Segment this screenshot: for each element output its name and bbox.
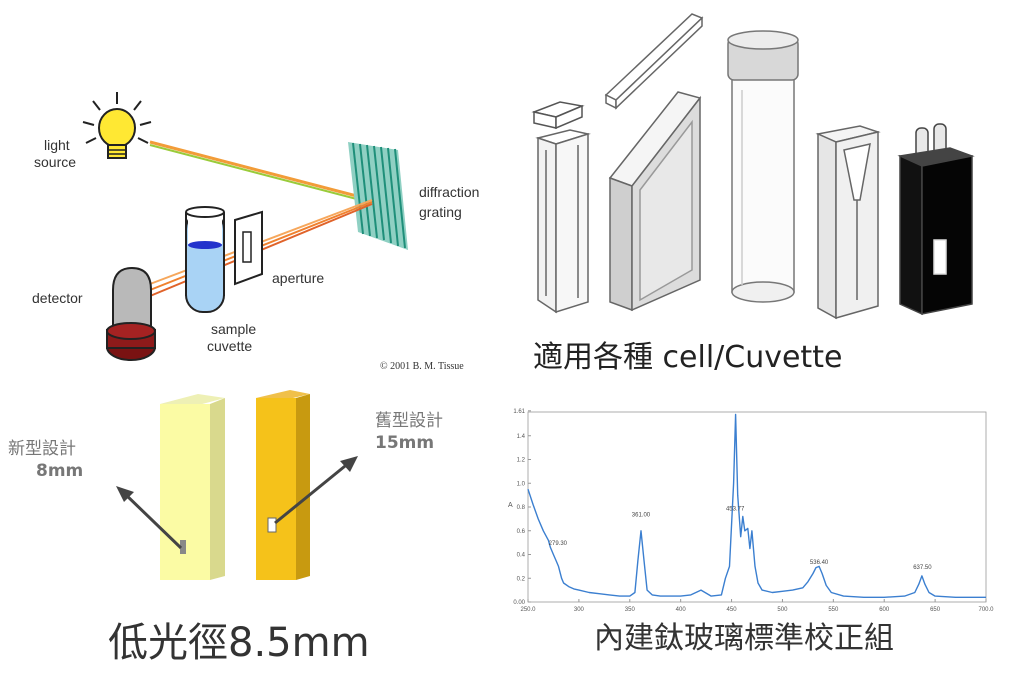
old-design-title: 舊型設計 <box>375 411 443 431</box>
new-design-size: 8mm <box>36 461 84 481</box>
sample-cuvette-shape <box>185 206 225 313</box>
black-flow-cell <box>897 123 975 316</box>
x-tick-label: 400 <box>676 607 687 613</box>
peak-label: 637.50 <box>913 565 932 571</box>
new-design-title: 新型設計 <box>8 439 76 459</box>
light-source-label-line1: light <box>44 137 70 153</box>
y-axis-label: A <box>508 502 513 509</box>
peak-label: 536.40 <box>810 560 829 566</box>
old-design-label: 舊型設計 15mm <box>375 410 443 454</box>
diffraction-grating-label: diffraction grating <box>419 182 479 222</box>
cuvette-label-line1: sample <box>211 321 257 337</box>
spectrometer-diagram: light source diffraction grating apertur… <box>0 0 520 380</box>
diffraction-grating-shape <box>348 142 408 250</box>
x-tick-label: 300 <box>574 607 585 613</box>
spectrometer-drawing <box>82 92 408 361</box>
x-tick-label: 600 <box>879 607 890 613</box>
standard-cuvette <box>535 129 591 314</box>
aperture-label: aperture <box>272 270 325 286</box>
sample-cuvette-label: sample cuvette <box>207 321 256 355</box>
light-source-label: light source <box>34 137 76 171</box>
y-tick-label: 1.4 <box>517 434 526 440</box>
new-design-cuvette <box>160 394 225 580</box>
spectrum-line <box>527 413 986 599</box>
x-tick-label: 350 <box>625 607 636 613</box>
new-design-label: 新型設計 8mm <box>8 438 83 482</box>
y-tick-label: 1.61 <box>513 409 525 415</box>
x-tick-label: 450 <box>727 607 738 613</box>
y-tick-label: 0.00 <box>513 600 525 606</box>
cells-caption: 適用各種 cell/Cuvette <box>533 340 843 375</box>
old-design-cuvette <box>256 390 310 580</box>
diffraction-label-line2: grating <box>419 204 462 220</box>
calibration-panel: 0.00 0.2 0.4 0.6 0.8 1.0 1.2 1.4 1.61 250.0 300 350… <box>500 380 1017 670</box>
arrow-icon <box>116 456 358 550</box>
y-tick-label: 0.6 <box>517 529 526 535</box>
peak-label: 453.77 <box>726 507 745 513</box>
micro-cuvette <box>815 125 881 320</box>
cuvette-lid-long <box>604 13 704 110</box>
pathlength-drawing <box>116 390 358 580</box>
aperture-shape <box>234 210 263 286</box>
peak-label: 361.00 <box>632 513 651 519</box>
detector-label: detector <box>32 290 83 306</box>
incident-beam <box>149 140 373 204</box>
y-tick-label: 0.4 <box>517 553 526 559</box>
round-cuvette <box>727 30 799 303</box>
old-design-size: 15mm <box>375 433 435 453</box>
light-bulb-icon <box>82 92 152 159</box>
y-tick-label: 1.2 <box>517 458 526 464</box>
cuvette-lid-small <box>531 101 585 130</box>
cuvette-types-drawing <box>531 13 975 320</box>
x-tick-label: 500 <box>777 607 788 613</box>
plot-frame <box>527 411 987 603</box>
pathlength-panel: 新型設計 8mm 舊型設計 15mm 低光徑8.5mm <box>0 380 500 670</box>
calibration-caption: 內建鈦玻璃標準校正組 <box>594 621 894 656</box>
y-tick-label: 0.8 <box>517 505 526 511</box>
pathlength-caption: 低光徑8.5mm <box>108 620 370 666</box>
peak-label: 279.30 <box>549 541 568 547</box>
light-source-label-line2: source <box>34 154 77 170</box>
diffraction-label-line1: diffraction <box>419 184 480 200</box>
x-tick-label: 250.0 <box>520 607 536 613</box>
detector-shape <box>106 266 156 361</box>
x-tick-label: 700.0 <box>978 607 994 613</box>
cuvette-types-panel: 適用各種 cell/Cuvette <box>520 0 1017 380</box>
x-tick-label: 650 <box>930 607 941 613</box>
wide-cuvette <box>608 91 702 312</box>
y-tick-label: 1.0 <box>517 481 526 487</box>
x-tick-label: 550 <box>828 607 839 613</box>
copyright-credit: © 2001 B. M. Tissue <box>380 361 464 372</box>
cuvette-label-line2: cuvette <box>207 338 253 354</box>
y-tick-label: 0.2 <box>517 576 526 582</box>
calibration-spectrum-chart: 0.00 0.2 0.4 0.6 0.8 1.0 1.2 1.4 1.61 250.0 300 350… <box>508 409 994 613</box>
